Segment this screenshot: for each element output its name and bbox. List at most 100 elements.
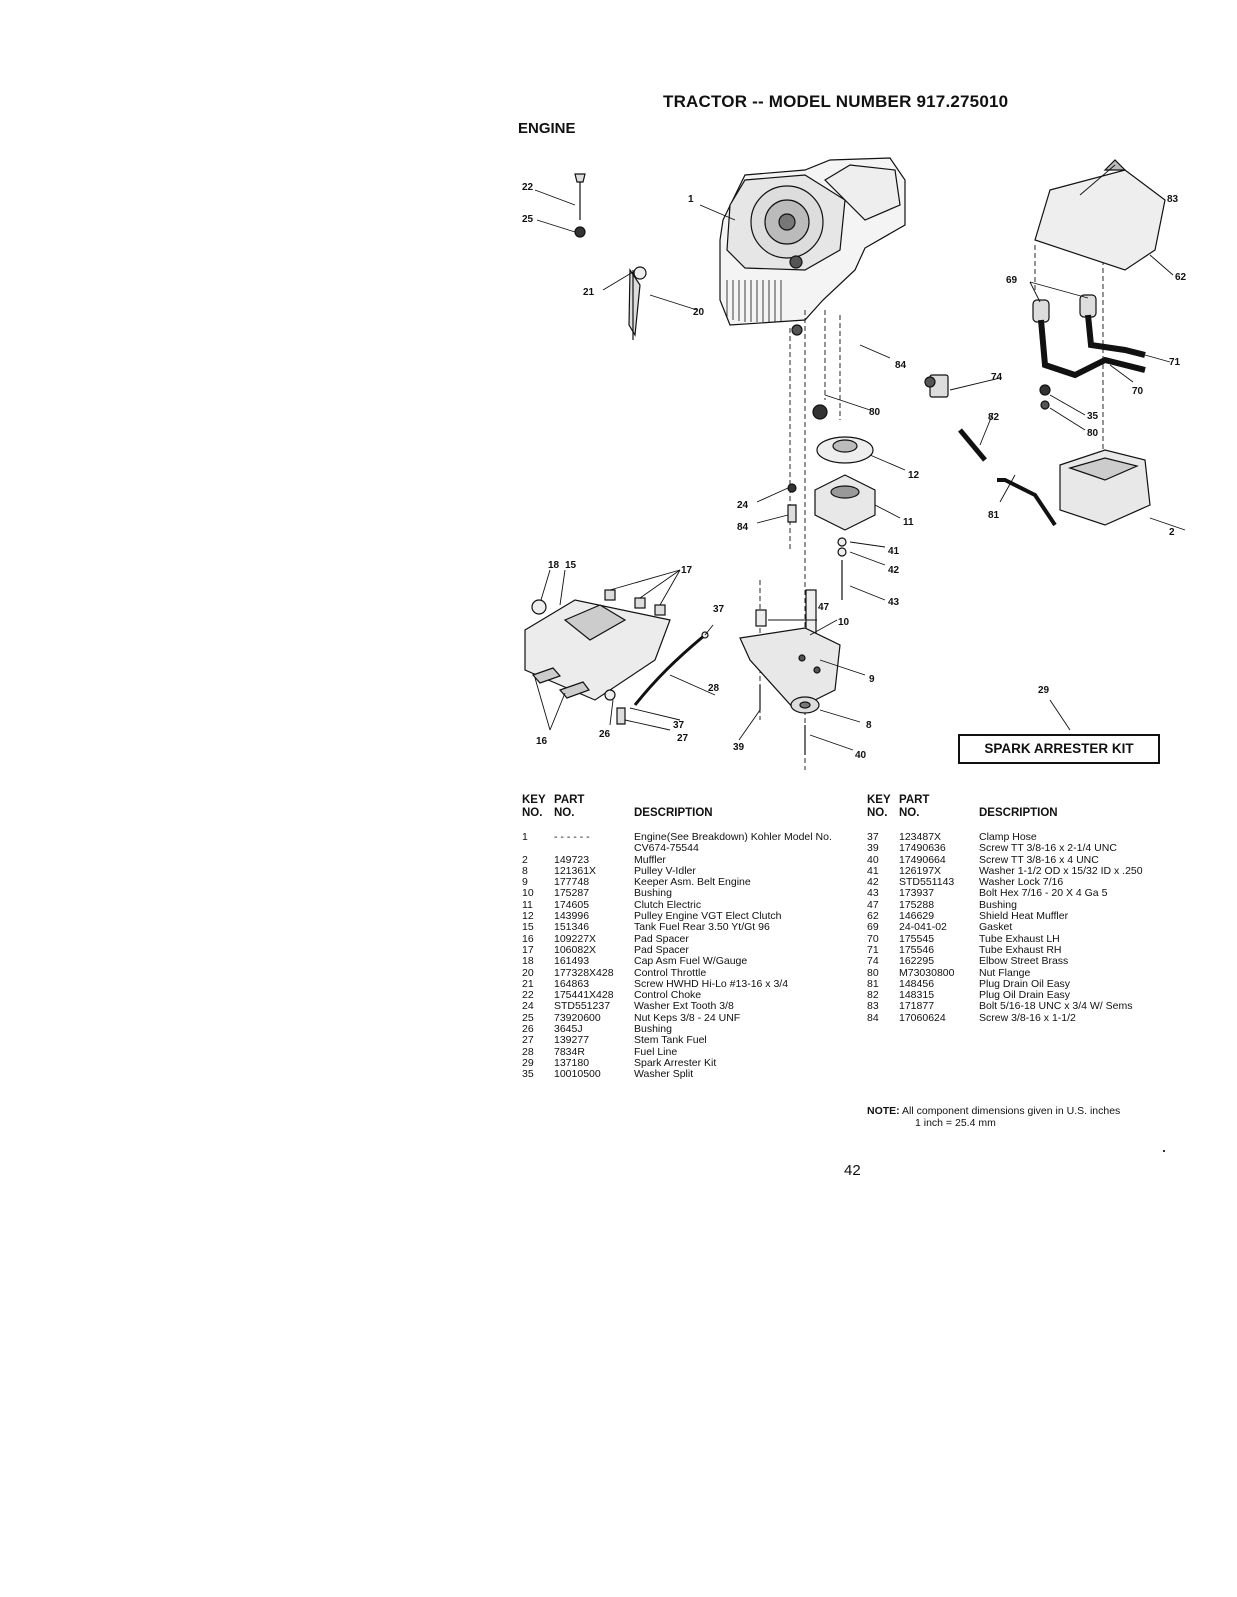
svg-text:41: 41 xyxy=(888,546,900,557)
page-number: 42 xyxy=(844,1162,861,1179)
key-number: 39 xyxy=(867,842,879,855)
table-header: KEY PART xyxy=(867,794,930,806)
svg-text:43: 43 xyxy=(888,597,900,608)
key-number: 80 xyxy=(867,966,879,979)
engine-illustration xyxy=(719,157,906,336)
part-description: Control Choke xyxy=(634,989,702,1002)
part-number: - - - - - - xyxy=(554,831,590,843)
key-number: 28 xyxy=(522,1045,534,1058)
svg-text:10: 10 xyxy=(838,617,850,628)
part-number: 17490636 xyxy=(899,842,946,855)
key-number: 74 xyxy=(867,955,879,968)
key-number: 29 xyxy=(522,1056,534,1069)
part-number: 177748 xyxy=(554,876,590,889)
part-description: Fuel Line xyxy=(634,1045,678,1058)
part-description: Bushing xyxy=(634,1023,672,1036)
key-number: 12 xyxy=(522,910,534,923)
key-number: 8 xyxy=(522,864,528,877)
key-number: 10 xyxy=(522,887,534,900)
part-number: 177328X428 xyxy=(554,966,614,979)
svg-text:40: 40 xyxy=(855,750,867,761)
part-number: 17060624 xyxy=(899,1011,946,1024)
part-number: M73030800 xyxy=(899,966,955,979)
part-description: Tank Fuel Rear 3.50 Yt/Gt 96 xyxy=(634,921,770,934)
part-description: Keeper Asm. Belt Engine xyxy=(634,876,751,889)
part-description: Plug Oil Drain Easy xyxy=(979,989,1071,1002)
part-number: 162295 xyxy=(899,955,935,968)
part-number: 123487X xyxy=(899,831,942,843)
key-number: 83 xyxy=(867,1000,879,1013)
table-header: NO. NO. DESCRIPTION xyxy=(522,807,713,819)
key-number: 84 xyxy=(867,1011,879,1024)
part-description: Washer Ext Tooth 3/8 xyxy=(634,1000,734,1013)
part-description: Tube Exhaust LH xyxy=(979,932,1060,945)
part-number: 24-041-02 xyxy=(899,921,947,934)
key-number: 82 xyxy=(867,989,879,1002)
part-description: Nut Keps 3/8 - 24 UNF xyxy=(634,1011,741,1024)
part-number: 175288 xyxy=(899,898,935,911)
svg-text:42: 42 xyxy=(888,565,900,576)
key-number: 35 xyxy=(522,1068,534,1081)
part-number: 146629 xyxy=(899,910,935,923)
svg-text:84: 84 xyxy=(737,522,749,533)
svg-text:1: 1 xyxy=(688,194,694,205)
key-number: 43 xyxy=(867,887,879,900)
key-number: 70 xyxy=(867,932,879,945)
svg-text:84: 84 xyxy=(895,360,907,371)
key-number: 37 xyxy=(867,831,879,843)
part-number: 10010500 xyxy=(554,1068,601,1081)
table-row: 35 10010500 Washer Split xyxy=(522,1068,840,1081)
part-number: 73920600 xyxy=(554,1011,601,1024)
part-description: Bolt Hex 7/16 - 20 X 4 Ga 5 xyxy=(979,887,1108,900)
svg-text:17: 17 xyxy=(681,565,693,576)
part-number: 143996 xyxy=(554,910,590,923)
key-number: 81 xyxy=(867,977,879,990)
key-number: 17 xyxy=(522,943,534,956)
part-description: Pad Spacer xyxy=(634,932,689,945)
key-number: 41 xyxy=(867,864,879,877)
page-title: TRACTOR -- MODEL NUMBER 917.275010 xyxy=(663,92,1009,111)
svg-text:9: 9 xyxy=(869,674,875,685)
table-header: NO. NO. DESCRIPTION xyxy=(867,807,1058,819)
key-number: 24 xyxy=(522,1000,534,1013)
part-description: Control Throttle xyxy=(634,966,707,979)
svg-text:39: 39 xyxy=(733,742,745,753)
svg-text:29: 29 xyxy=(1038,685,1050,696)
svg-text:16: 16 xyxy=(536,736,548,747)
part-description: Shield Heat Muffler xyxy=(979,910,1069,923)
part-description: Cap Asm Fuel W/Gauge xyxy=(634,955,748,968)
part-number: STD551237 xyxy=(554,1000,611,1013)
svg-text:37: 37 xyxy=(713,604,725,615)
part-description: Washer Split xyxy=(634,1068,694,1081)
svg-text:74: 74 xyxy=(991,372,1003,383)
note-text: All component dimensions given in U.S. i… xyxy=(902,1105,1121,1117)
part-description: Plug Drain Oil Easy xyxy=(979,977,1071,990)
key-number: 47 xyxy=(867,898,879,911)
part-description: Bushing xyxy=(979,898,1017,911)
svg-text:2: 2 xyxy=(1169,527,1175,538)
svg-text:35: 35 xyxy=(1087,411,1099,422)
key-number: 20 xyxy=(522,966,534,979)
key-number: 40 xyxy=(867,853,879,866)
part-description: Pulley V-Idler xyxy=(634,864,696,877)
table-header: KEY PART xyxy=(522,794,585,806)
part-number: 7834R xyxy=(554,1045,585,1058)
part-description: Nut Flange xyxy=(979,966,1031,979)
key-number: 16 xyxy=(522,932,534,945)
note-conversion: 1 inch = 25.4 mm xyxy=(915,1117,996,1129)
